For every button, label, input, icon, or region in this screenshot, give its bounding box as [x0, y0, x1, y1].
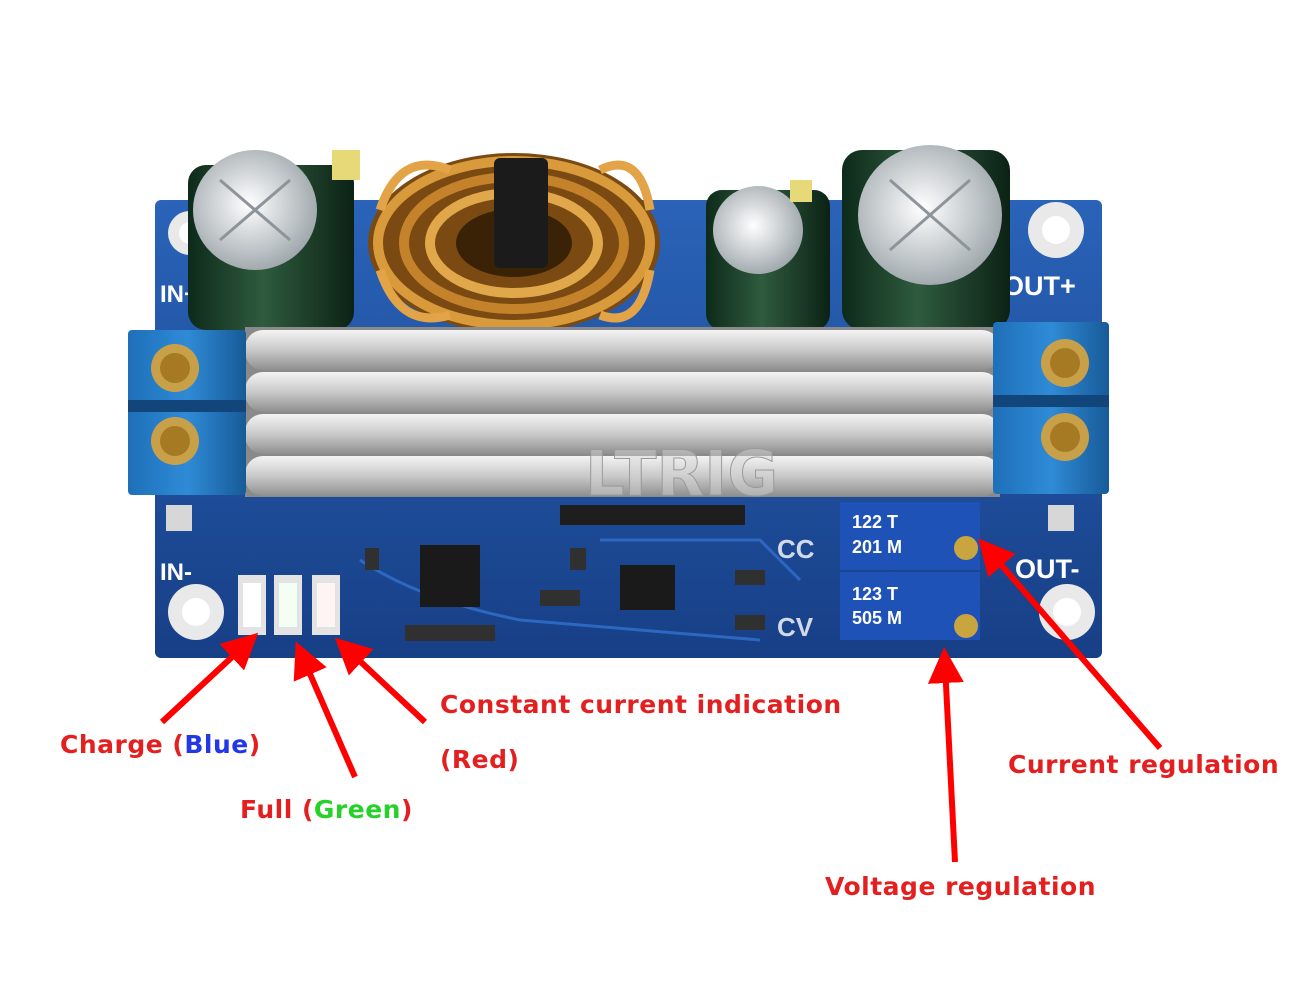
pot-top-code2: 201 M	[852, 537, 902, 557]
arrow-full	[293, 641, 358, 779]
led-constant-current-red	[312, 575, 340, 635]
watermark: LTRIG	[585, 437, 778, 510]
silk-out-minus: OUT-	[1015, 554, 1080, 584]
pot-top-code: 122 T	[852, 512, 898, 532]
silk-in-minus: IN-	[160, 559, 192, 586]
label-constant-current: Constant current indication	[440, 690, 842, 719]
led-charge-blue	[238, 575, 266, 635]
input-terminal-block	[128, 330, 246, 495]
pot-bottom-code2: 505 M	[852, 608, 902, 628]
arrow-voltage	[927, 647, 964, 863]
silk-cv: CV	[777, 612, 814, 642]
heatsink	[245, 327, 1000, 497]
toroid-inductor	[368, 153, 660, 333]
arrow-charge	[159, 632, 259, 725]
pot-bottom-code: 123 T	[852, 584, 898, 604]
silk-cc: CC	[777, 534, 815, 564]
label-voltage-regulation: Voltage regulation	[825, 872, 1097, 901]
annotation-arrows	[159, 538, 1163, 863]
current-potentiometer: 122 T 201 M	[840, 502, 980, 570]
output-capacitor-small	[706, 180, 830, 330]
smd-components	[365, 505, 765, 641]
label-full: Full (Green)	[240, 795, 413, 824]
silk-out-plus: OUT+	[1003, 271, 1076, 301]
output-capacitor-large	[842, 145, 1010, 330]
led-full-green	[274, 575, 302, 635]
label-constant-current-color: (Red)	[440, 745, 520, 774]
label-charge: Charge (Blue)	[60, 730, 261, 759]
arrow-current	[978, 538, 1163, 750]
output-terminal-block	[993, 322, 1109, 494]
input-capacitor	[188, 150, 360, 330]
voltage-potentiometer: 123 T 505 M	[840, 572, 980, 640]
arrow-constant-current	[334, 637, 428, 725]
label-current-regulation: Current regulation	[1008, 750, 1280, 779]
